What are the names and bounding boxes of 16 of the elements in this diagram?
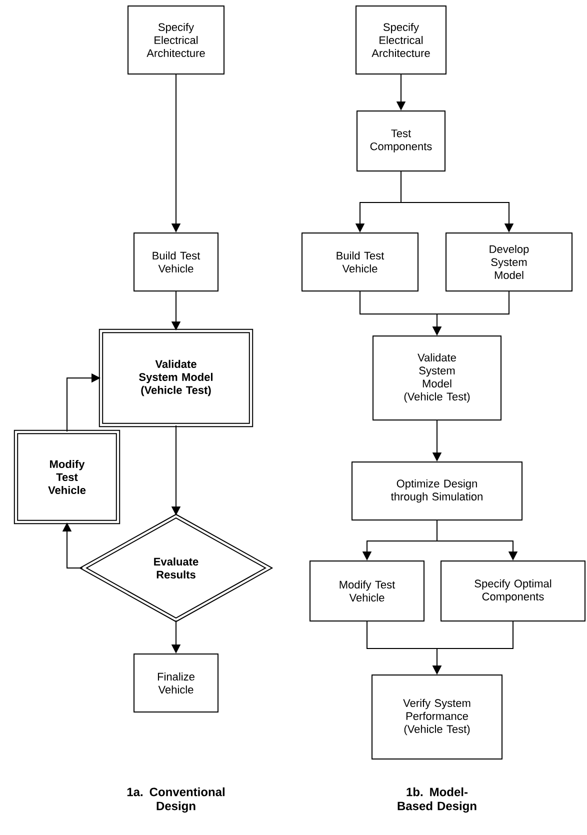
process-box: Optimize Design through Simulation [352,462,522,520]
process-box: Specify Optimal Components [440,560,586,622]
process-box: Develop System Model [446,232,572,292]
caption-label: 1b. Model-Based Design [398,787,476,813]
process-box: Specify Electrical Architecture [356,6,446,74]
process-box: Specify Electrical Architecture [128,6,224,74]
process-box: Verify System Performance (Vehicle Test) [372,674,502,760]
process-box: Test Components [356,110,446,172]
process-box: Modify Test Vehicle [310,560,424,622]
process-box: Build Test Vehicle [134,232,218,292]
process-box: Modify Test Vehicle [14,430,120,524]
process-box: Finalize Vehicle [134,654,218,712]
process-box: Build Test Vehicle [302,232,418,292]
process-box: Validate System Model (Vehicle Test) [98,328,254,428]
process-box: Validate System Model (Vehicle Test) [372,336,502,420]
caption-label: 1a. Conventional Design [127,787,224,813]
